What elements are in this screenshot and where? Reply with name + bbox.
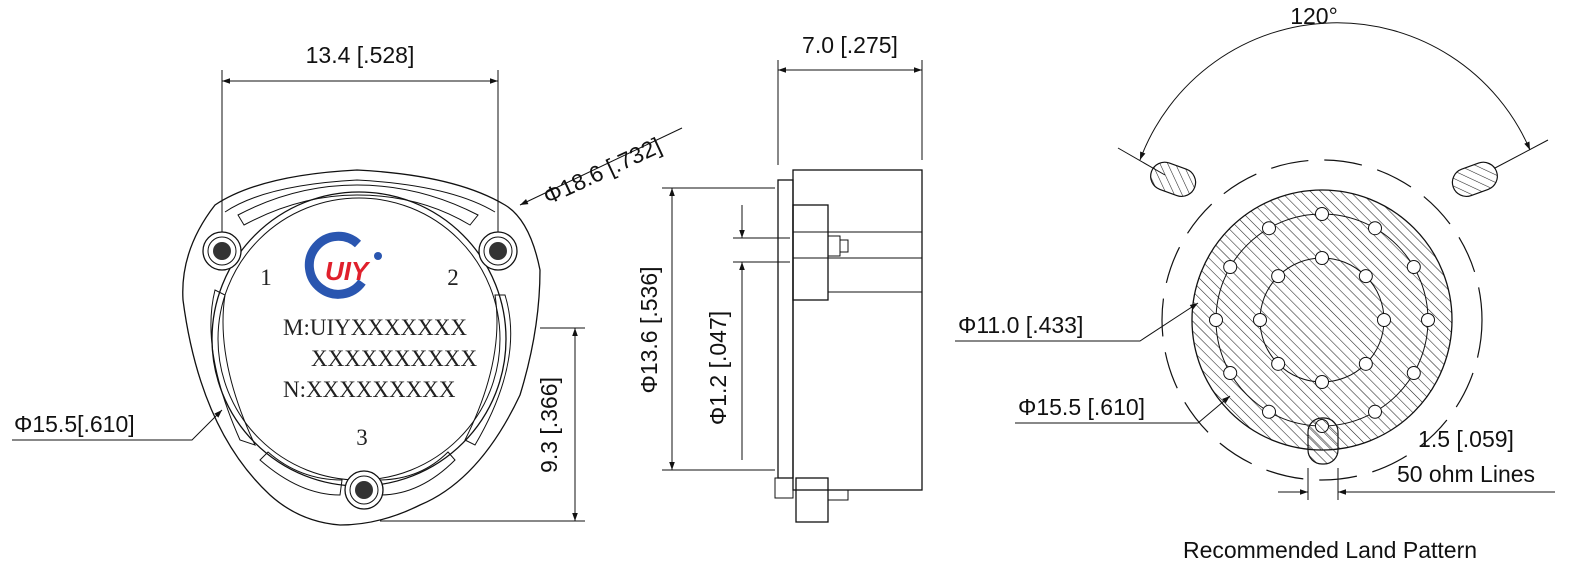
via-hole	[1315, 251, 1329, 265]
inner-diameter-dimension: Φ11.0 [.433]	[958, 312, 1083, 338]
via-hole	[1262, 221, 1276, 236]
rf-lead-top-left	[1150, 161, 1197, 197]
outline-dashed-circle	[1161, 159, 1483, 481]
pin-diameter-dimension: Φ1.2 [.047]	[705, 311, 731, 425]
pin-label-1: 1	[260, 265, 272, 290]
via-hole	[1223, 366, 1238, 380]
rf-lead-top-right	[1451, 161, 1498, 197]
pin-1	[202, 231, 242, 271]
outer-diameter-dimension: Φ18.6 [.732]	[539, 132, 665, 209]
via-hole	[1368, 221, 1382, 236]
line-width-dimension: 1.5 [.059]	[1418, 426, 1514, 452]
marking-line-3: N:XXXXXXXXX	[283, 377, 456, 402]
via-hole	[1209, 313, 1223, 327]
uiy-logo: UIY	[304, 231, 382, 299]
outer-diameter-dimension: Φ15.5 [.610]	[1018, 394, 1145, 420]
angle-dimension: 120°	[1290, 3, 1338, 29]
marking-line-2: XXXXXXXXXX	[311, 346, 477, 371]
height-dimension: 9.3 [.366]	[536, 377, 562, 473]
width-dimension: 13.4 [.528]	[306, 42, 415, 68]
land-pattern-caption: Recommended Land Pattern	[1183, 537, 1477, 563]
via-hole	[1271, 356, 1286, 371]
via-holes	[1209, 207, 1435, 433]
body-diameter-dimension: Φ15.5[.610]	[14, 411, 135, 437]
via-hole	[1421, 313, 1435, 327]
via-hole	[1406, 366, 1421, 380]
pin-2	[478, 231, 518, 271]
via-hole	[1358, 269, 1373, 284]
via-hole	[1368, 404, 1382, 419]
via-hole	[1377, 313, 1391, 327]
via-hole	[1358, 356, 1373, 371]
front-view: 1 2 3 UIY M:UIYXXXXXXX XXXXXXXXXX N:XXXX…	[12, 42, 683, 526]
logo-text: UIY	[325, 256, 371, 286]
via-hole	[1406, 260, 1421, 274]
line-impedance-note: 50 ohm Lines	[1397, 461, 1535, 487]
via-hole	[1271, 269, 1286, 284]
via-hole	[1223, 260, 1238, 274]
flange-diameter-dimension: Φ13.6 [.536]	[636, 266, 662, 393]
pin-label-3: 3	[356, 425, 368, 450]
land-pattern: 120° Φ11.0 [.433] Φ15.5 [.610] 1.5 [.059…	[955, 3, 1555, 563]
ground-pad	[1191, 189, 1453, 451]
rf-lead-bottom	[1307, 417, 1339, 465]
pin-3	[344, 470, 384, 510]
pin-label-2: 2	[447, 265, 459, 290]
marking-line-1: M:UIYXXXXXXX	[283, 315, 467, 340]
via-hole	[1315, 375, 1329, 389]
thickness-dimension: 7.0 [.275]	[802, 32, 898, 58]
body-outline	[182, 169, 541, 526]
side-view: 7.0 [.275] Φ13.6 [.536] Φ1.2 [.047]	[636, 32, 923, 523]
via-hole	[1253, 313, 1267, 327]
via-hole	[1262, 404, 1276, 419]
via-hole	[1315, 207, 1329, 221]
